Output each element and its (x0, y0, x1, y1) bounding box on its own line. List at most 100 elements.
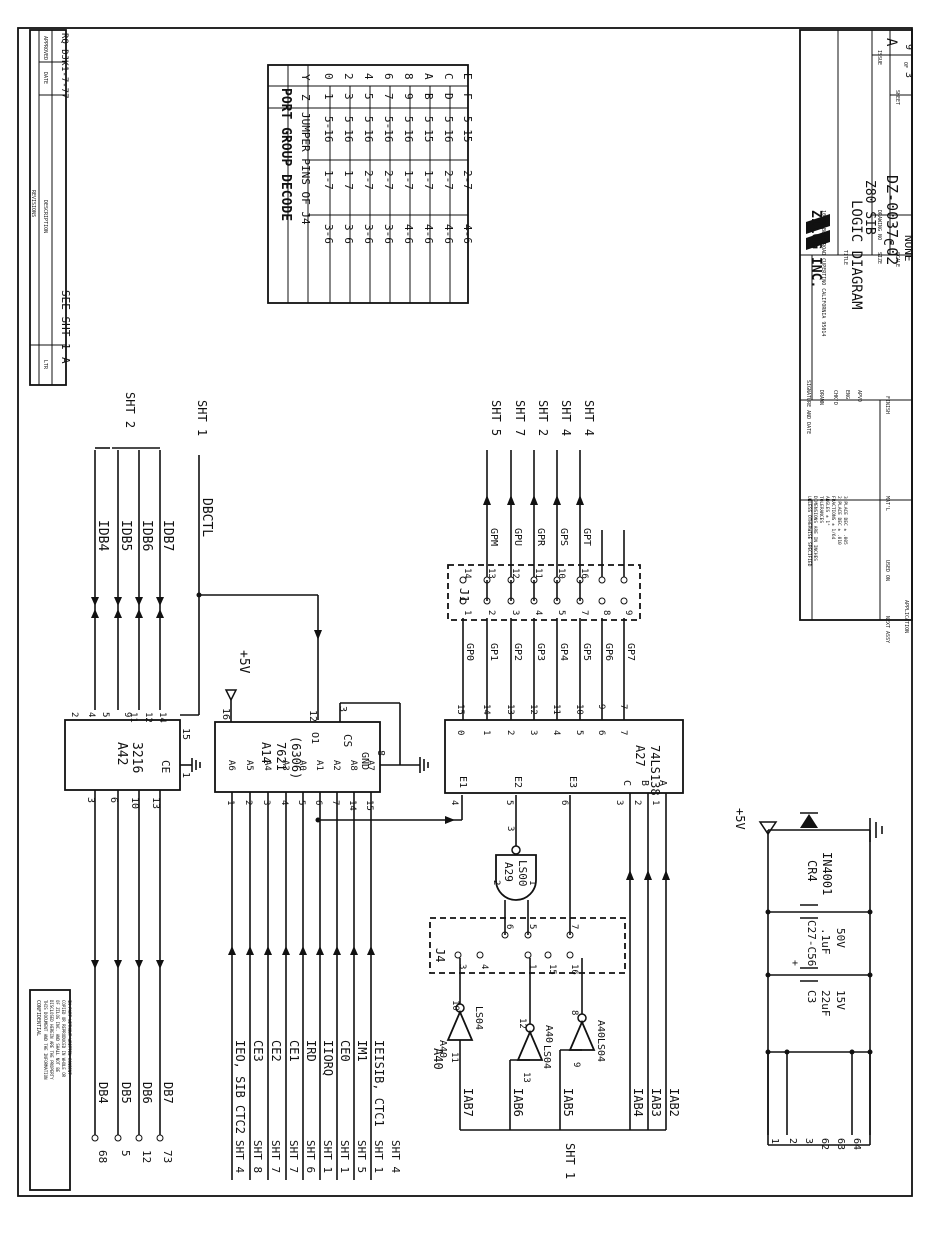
conf-line-2: DISCLOSED HEREIN ARE THE PROPERTY (49, 1000, 54, 1080)
a27-out-7: 7 (618, 730, 628, 735)
j1-connector (447, 564, 641, 621)
j4-lpin-3: 3 (457, 964, 467, 969)
j4-lpin-1: 1 (527, 964, 537, 969)
tb-size: C (880, 238, 895, 246)
ptr-7-y: E (461, 73, 474, 80)
a14-sig-ieisib: IEISIB, CTC1 (372, 1040, 386, 1127)
db7-pin: 73 (161, 1150, 174, 1163)
ptr-2-z: 5 (362, 93, 375, 100)
sht2-label: SHT 2 (123, 392, 137, 428)
j1-lpin-1: 1 (462, 610, 472, 615)
conf-line-4: COPIED OR REPRODUCED IN WHOLE OR (61, 1000, 66, 1078)
tb-tol-0: UNLESS OTHERWISE SPECIFIED (806, 496, 812, 567)
a27-c: C (621, 780, 632, 786)
a27-opin-9: 9 (596, 704, 606, 709)
a14-addr-a0: A0 (297, 760, 307, 771)
a14-sht-4: SHT 7 (287, 1140, 300, 1173)
tb-title-1: LOGIC DIAGRAM (848, 200, 864, 310)
revision-block (29, 29, 67, 386)
a14-sht-7: SHT 1 (338, 1140, 351, 1173)
ptr-4-b: 1-7 (402, 170, 415, 190)
ptr-6-z: D (442, 93, 455, 100)
a14-sht-2: SHT 8 (251, 1140, 264, 1173)
a14-pin-16: 16 (220, 708, 231, 720)
ptr-6-a: 5 16 (442, 116, 455, 143)
j1-pins (459, 576, 628, 605)
a42-pin-9: 9 (122, 712, 132, 717)
a42-part: 3216 (129, 742, 144, 773)
ptr-5-z: B (422, 93, 435, 100)
a14-sig-ce0: CE0 (338, 1040, 352, 1062)
iab2-label: IAB2 (667, 1088, 681, 1117)
tb-title-2: Z80 SIB (862, 180, 877, 235)
inv2-sig: IAB6 (511, 1088, 525, 1117)
a14-sht-5: SHT 6 (304, 1140, 317, 1173)
port-table-hdr-y: Y (299, 74, 312, 81)
gp5-label: GP5 (581, 643, 592, 661)
a14-input-lines (228, 792, 375, 1180)
gpt-sht: SHT 4 (582, 400, 596, 436)
gpr-sht: SHT 2 (536, 400, 550, 436)
ptr-2-b: 2-7 (362, 170, 375, 190)
tb-finish: FINISH (884, 396, 890, 414)
ptr-4-y: 8 (402, 73, 415, 80)
tb-tolerances: UNLESS OTHERWISE SPECIFIED DIMENSIONS AR… (806, 496, 848, 567)
a27-opin-13: 13 (505, 704, 515, 715)
rev-date: 1-7-77 (59, 66, 69, 99)
db6-pin: 12 (140, 1150, 153, 1163)
ptr-3-a: 5-16 (382, 116, 395, 143)
a14-sig-ce3: CE3 (251, 1040, 265, 1062)
j4-rpin-5: 5 (527, 924, 537, 929)
gpu-label: GPU (512, 528, 523, 546)
j1-lpin-3: 3 (510, 610, 520, 615)
gp7-label: GP7 (625, 643, 636, 661)
j4-lpin-4: 4 (479, 964, 489, 969)
tb-address: 10460 BUBB ROAD CUPERTINO CALIFORNIA 950… (820, 210, 826, 336)
ptr-0-c: 3-6 (322, 224, 335, 244)
inv2-out: 12 (517, 1018, 527, 1029)
a27-out-4: 4 (551, 730, 561, 735)
power-connector-pins: 1 2 3 62 63 64 (769, 1138, 862, 1150)
gp-left-labels: GP0 GP1 GP2 GP3 GP4 GP5 GP6 GP7 (464, 643, 636, 661)
a14-cs: CS (341, 734, 354, 747)
j4-lpin-16: 16 (569, 964, 579, 975)
tb-drawing-no-label: DRAWING NO (876, 210, 882, 240)
tb-sheet-total: 9 (903, 44, 914, 50)
a27-pin-2: 2 (632, 800, 642, 805)
j4-ref: J4 (433, 948, 447, 962)
tb-sig-drawn: DRAWN (818, 390, 824, 405)
ptr-0-z: 1 (322, 93, 335, 100)
db4-pin: 68 (96, 1150, 109, 1163)
a27-opin-12: 12 (528, 704, 538, 715)
inv3-ref: A40 (595, 1020, 606, 1038)
rev-ltr-label: LTR (42, 360, 48, 370)
rev-approved: RQ DJK (59, 33, 69, 66)
a27-opin-15: 15 (455, 704, 465, 715)
a14-sht-1: SHT 4 (233, 1140, 246, 1173)
a27-pin-4: 4 (449, 800, 459, 805)
conf-line-5: IN PART WITHOUT WRITTEN CONSENT (67, 1000, 72, 1075)
ptr-0-a: 5-16 (322, 116, 335, 143)
db7-label: DB7 (161, 1082, 175, 1104)
a14-part: 7621 (274, 742, 288, 771)
a27-out-2: 2 (505, 730, 515, 735)
a42-ce: CE (159, 760, 172, 773)
inv3-part: LS04 (595, 1038, 606, 1062)
port-table-title: PORT GROUP DECODE (278, 88, 293, 221)
a14-addr-a6: A6 (226, 760, 236, 771)
tb-issue: A (883, 38, 899, 47)
inverter-3 (559, 958, 596, 1130)
a14-pin-3: 3 (337, 706, 348, 712)
tb-tol-1: DIMENSIONS ARE IN INCHES (812, 496, 818, 561)
tb-tol-6: 3 PLACE DEC ± .005 (842, 496, 848, 545)
tb-tol-3: ANGLES ± 1° (824, 496, 830, 526)
rev-title: REVISIONS (30, 190, 36, 217)
a14-in-pin-6: 6 (313, 800, 323, 805)
a27-e3: E3 (567, 776, 578, 788)
ptr-3-b: 2-7 (382, 170, 395, 190)
a14-addr-a5: A5 (244, 760, 254, 771)
tb-sheet: 3 (903, 72, 914, 78)
a27-out-3: 3 (528, 730, 538, 735)
inv3-in: 9 (571, 1062, 581, 1067)
